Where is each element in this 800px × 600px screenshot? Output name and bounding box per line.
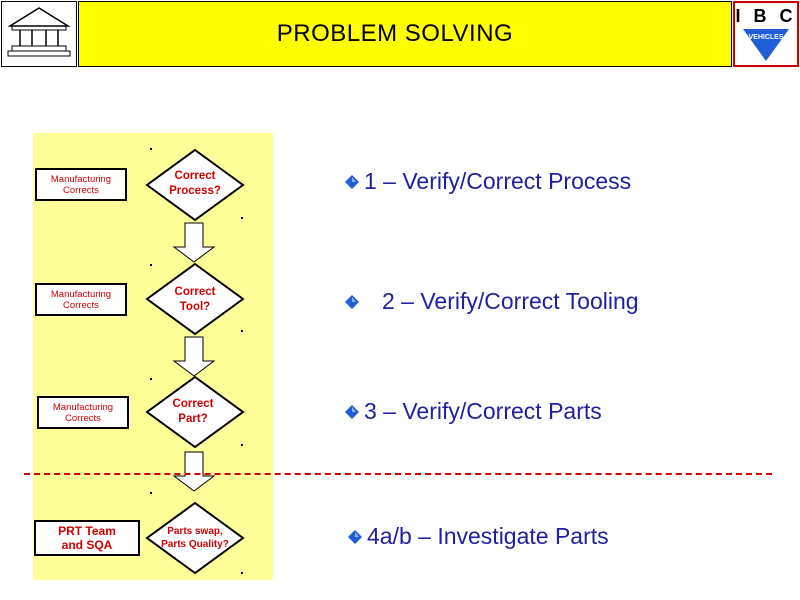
bullet-item: 2 – Verify/Correct Tooling — [344, 288, 639, 315]
building-logo — [1, 1, 77, 67]
ibc-logo-subtext: VEHICLES — [748, 34, 783, 41]
ibc-logo: I B C VEHICLES — [733, 1, 799, 67]
title-bar: PROBLEM SOLVING — [78, 1, 732, 67]
down-arrow-icon — [172, 336, 216, 377]
page-title: PROBLEM SOLVING — [276, 20, 514, 47]
bullet-diamond-icon — [345, 404, 359, 419]
decision-diamond — [145, 262, 245, 336]
bullet-text: 4a/b – Investigate Parts — [367, 523, 609, 549]
down-arrow-icon — [172, 222, 216, 263]
decision-diamond — [145, 375, 245, 449]
ibc-triangle-icon: VEHICLES — [743, 29, 789, 61]
building-icon — [7, 7, 71, 57]
bullet-item: 4a/b – Investigate Parts — [347, 523, 609, 550]
bullet-text: 2 – Verify/Correct Tooling — [382, 288, 639, 314]
bullet-item: 1 – Verify/Correct Process — [344, 168, 631, 195]
ibc-logo-text: I B C — [735, 6, 797, 26]
bullet-text: 1 – Verify/Correct Process — [364, 168, 632, 194]
bullet-diamond-icon — [348, 529, 362, 544]
bullet-diamond-icon — [345, 174, 359, 189]
flowchart-panel — [33, 133, 273, 580]
separator-line — [24, 473, 772, 475]
bullet-item: 3 – Verify/Correct Parts — [344, 398, 602, 425]
decision-diamond — [145, 501, 245, 575]
decoration-dots — [150, 148, 243, 574]
bullet-text: 3 – Verify/Correct Parts — [364, 398, 602, 424]
down-arrow-icon — [172, 451, 216, 492]
decision-diamond — [145, 148, 245, 222]
bullet-diamond-icon — [345, 294, 359, 309]
decision-label: Parts swap,Parts Quality? — [161, 526, 229, 550]
